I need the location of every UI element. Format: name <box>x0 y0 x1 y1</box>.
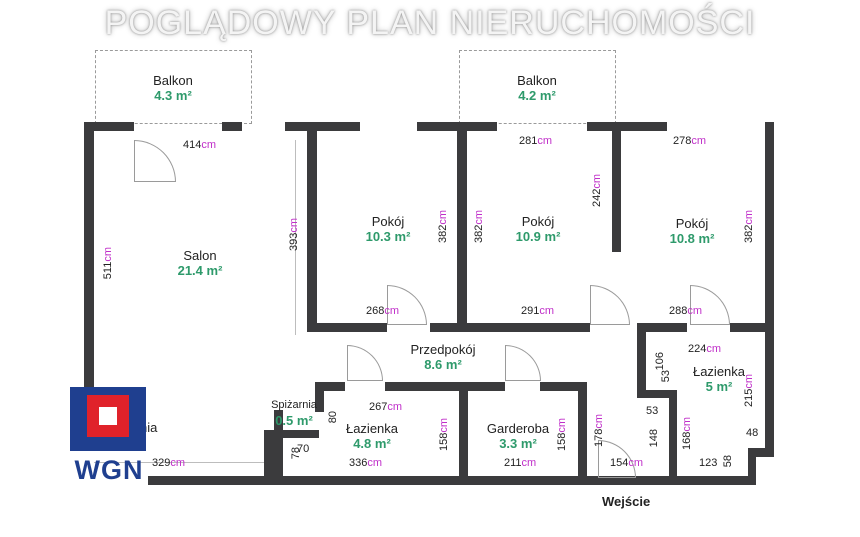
dim-158-b: 158cm <box>556 418 568 452</box>
dim-267: 267cm <box>369 401 403 413</box>
wall-pokoj3-bottom <box>637 323 687 332</box>
wall-spizarnia-left <box>264 430 274 485</box>
logo-white-square <box>99 407 117 425</box>
door-arc-garderoba <box>505 345 541 381</box>
wall-pokoj1-bottom <box>307 323 387 332</box>
num-58: 58 <box>722 455 734 468</box>
dim-281: 281cm <box>519 135 553 147</box>
dim-154: 154cm <box>610 457 644 469</box>
logo-text: WGN <box>74 455 144 485</box>
wall-salon-pokoj1 <box>307 122 317 332</box>
wall-pokoj2-pokoj3 <box>612 122 621 252</box>
dim-268: 268cm <box>366 305 400 317</box>
dim-382-a: 382cm <box>437 210 449 244</box>
wall-bottom <box>148 476 748 485</box>
num-80: 80 <box>327 411 339 424</box>
dim-168: 168cm <box>681 417 693 451</box>
door-arc-salon <box>134 140 176 182</box>
wall-corridor-bottom2 <box>385 382 505 391</box>
dim-278: 278cm <box>673 135 707 147</box>
num-53-a: 53 <box>660 370 672 383</box>
dim-211: 211cm <box>504 457 537 469</box>
door-arc-pokoj2 <box>590 285 630 325</box>
num-48: 48 <box>746 427 759 439</box>
dim-242: 242cm <box>591 174 603 208</box>
wall-lazienka2-left <box>315 382 324 412</box>
wall-pokoj1-pokoj2 <box>457 122 467 332</box>
balcony-outline-right <box>459 50 616 124</box>
dim-393: 393cm <box>288 218 300 252</box>
num-123: 123 <box>699 457 718 469</box>
plan-title: POGLĄDOWY PLAN NIERUCHOMOŚCI <box>104 4 756 42</box>
dim-382-b: 382cm <box>473 210 485 244</box>
wall-top-mid4 <box>587 122 667 131</box>
dim-291: 291cm <box>521 305 555 317</box>
dim-215: 215cm <box>743 374 755 408</box>
wall-lazienka-left2 <box>637 390 677 398</box>
dim-224: 224cm <box>688 343 722 355</box>
wall-bottom-right-v <box>748 448 756 485</box>
door-arc-corridor <box>347 345 383 381</box>
dim-178: 178cm <box>593 414 605 448</box>
wall-top-mid2 <box>285 122 360 131</box>
wall-top-left <box>84 122 134 131</box>
num-148: 148 <box>648 429 660 448</box>
dim-288: 288cm <box>669 305 703 317</box>
wall-left <box>84 122 94 392</box>
dim-414: 414cm <box>183 139 217 151</box>
wall-top-mid1 <box>222 122 242 131</box>
dim-511: 511cm <box>102 247 114 280</box>
wall-pokoj3-bottom2 <box>730 323 774 332</box>
num-106: 106 <box>654 352 666 371</box>
entrance-label: Wejście <box>602 494 651 509</box>
num-70: 70 <box>297 443 310 455</box>
wall-right <box>765 122 774 457</box>
wall-bottom-right <box>748 448 774 457</box>
dim-329: 329cm <box>152 457 186 469</box>
dim-382-c: 382cm <box>743 210 755 244</box>
wall-lazienka-left <box>637 323 646 398</box>
wall-lazienka-left3 <box>669 390 677 485</box>
kitchen-line <box>94 462 264 463</box>
wall-corridor-bottom <box>315 382 345 391</box>
dim-158-a: 158cm <box>438 418 450 452</box>
num-53-b: 53 <box>646 405 659 417</box>
wall-spiz-right <box>274 410 283 485</box>
wall-garderoba-right <box>578 382 587 485</box>
wall-spiz-top <box>264 430 319 438</box>
wall-lazienka-garderoba <box>459 382 468 485</box>
balcony-outline-left <box>95 50 252 124</box>
salon-line <box>295 140 296 335</box>
wall-pokoj1-bottom2 <box>430 323 590 332</box>
wgn-logo: WGN <box>70 387 148 491</box>
wall-corridor-bottom3 <box>540 382 585 391</box>
dim-336: 336cm <box>349 457 383 469</box>
